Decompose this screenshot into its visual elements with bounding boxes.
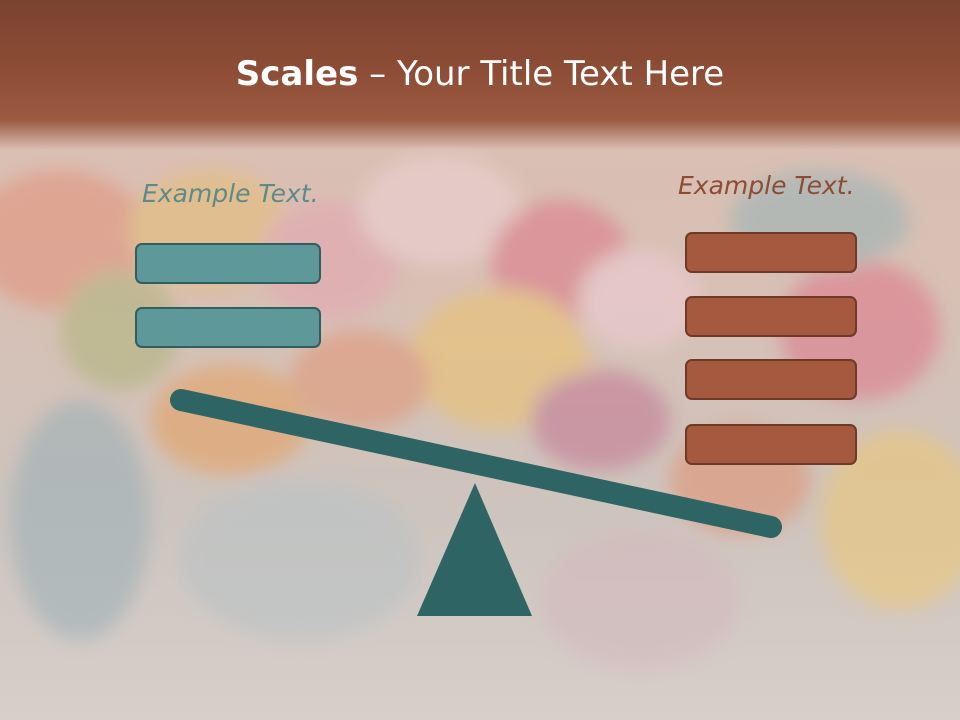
title-rest: – Your Title Text Here — [358, 54, 725, 94]
right-label: Example Text. — [678, 171, 855, 200]
right-box-4 — [685, 424, 857, 465]
scale-beam — [170, 389, 782, 538]
scale-fulcrum — [417, 483, 532, 616]
title-bar — [0, 0, 960, 150]
left-label: Example Text. — [142, 179, 319, 208]
right-box-3 — [685, 359, 857, 400]
left-box-1 — [135, 243, 321, 284]
title-bold: Scales — [235, 54, 359, 94]
left-box-2 — [135, 307, 321, 348]
right-box-2 — [685, 296, 857, 337]
slide-title: Scales – Your Title Text Here — [0, 52, 960, 96]
right-box-1 — [685, 232, 857, 273]
